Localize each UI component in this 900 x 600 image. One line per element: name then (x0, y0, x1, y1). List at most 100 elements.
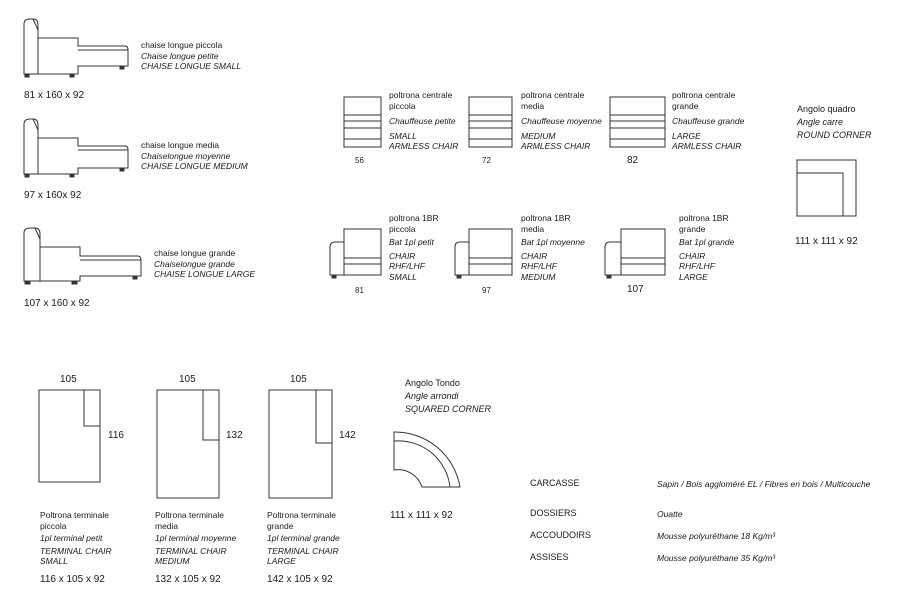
name-fr: Chauffeuse petite (389, 116, 456, 126)
chaise-longue-medium-drawing (23, 118, 129, 178)
name-en: CHAIR (679, 250, 706, 261)
armless-chair-medium-drawing (468, 96, 513, 148)
chair-1arm-medium-label: poltrona 1BR media Bat 1pl moyenne CHAIR… (521, 213, 585, 282)
name-fr: 1pl terminal moyenne (155, 533, 237, 543)
name-en-size: LARGE (672, 130, 701, 141)
name-it: poltrona centrale (389, 90, 453, 100)
name-fr: Chauffeuse moyenne (521, 116, 602, 126)
armless-chair-small-width: 56 (355, 156, 364, 165)
chaise-longue-medium-dims: 97 x 160x 92 (24, 190, 82, 201)
spec-value-accoudoirs: Mousse polyuréthane 18 Kg/m³ (657, 531, 776, 541)
armless-chair-small-drawing (343, 96, 382, 148)
name-en: ARMLESS CHAIR (672, 141, 742, 151)
name-it: chaise longue grande (154, 248, 236, 258)
name-it: poltrona centrale (521, 90, 585, 100)
name-en: CHAISE LONGUE LARGE (154, 269, 256, 279)
name-it: Poltrona terminale (155, 510, 224, 520)
terminal-chair-large-dims: 142 x 105 x 92 (267, 574, 333, 585)
name-en: TERMINAL CHAIR (155, 545, 227, 556)
name-fr: Chaiselongue grande (154, 258, 235, 269)
name-en: TERMINAL CHAIR (40, 545, 112, 556)
name-en: ARMLESS CHAIR (521, 141, 591, 151)
chaise-longue-small-label: chaise longue piccola Chaise longue peti… (141, 40, 241, 72)
chair-1arm-medium-drawing (454, 228, 513, 279)
terminal-chair-large-depth: 142 (339, 430, 356, 441)
spec-key-accoudoirs: ACCOUDOIRS (530, 530, 592, 540)
chair-1arm-large-drawing (604, 228, 666, 279)
name-it-size: media (155, 520, 179, 531)
name-it: Angolo quadro (797, 104, 856, 114)
squared-corner-label: Angolo Tondo Angle arrondi SQUARED CORNE… (405, 377, 491, 416)
round-corner-drawing (796, 159, 857, 217)
name-en-size: LARGE (267, 556, 296, 566)
name-it-size: piccola (40, 520, 67, 531)
name-en: CHAIR (389, 250, 416, 261)
armless-chair-small-label: poltrona centrale piccola Chauffeuse pet… (389, 90, 458, 152)
name-fr: Bat 1pl grande (679, 237, 735, 247)
terminal-chair-medium-drawing (156, 389, 220, 499)
name-fr: Bat 1pl petit (389, 237, 434, 247)
name-en-size: SMALL (389, 271, 417, 282)
chair-1arm-medium-width: 97 (482, 286, 491, 295)
terminal-chair-medium-dims: 132 x 105 x 92 (155, 574, 221, 585)
name-en: TERMINAL CHAIR (267, 545, 339, 556)
armless-chair-large-label: poltrona centrale grande Chauffeuse gran… (672, 90, 744, 152)
spec-key-dossiers: DOSSIERS (530, 508, 577, 518)
chaise-longue-large-dims: 107 x 160 x 92 (24, 298, 90, 309)
name-en: CHAISE LONGUE SMALL (141, 61, 242, 71)
name-en-side: RHF/LHF (521, 261, 557, 271)
name-it: poltrona centrale (672, 90, 736, 100)
terminal-chair-large-width: 105 (290, 374, 307, 385)
name-fr: 1pl terminal grande (267, 533, 340, 543)
name-en-size: SMALL (40, 556, 68, 566)
name-it-size: piccola (389, 223, 416, 234)
terminal-chair-medium-label: Poltrona terminale media 1pl terminal mo… (155, 510, 236, 567)
terminal-chair-small-label: Poltrona terminale piccola 1pl terminal … (40, 510, 112, 567)
spec-key-carcasse: CARCASSE (530, 478, 580, 488)
name-en-size: LARGE (679, 271, 708, 282)
spec-value-carcasse: Sapin / Bois aggloméré EL / Fibres en bo… (657, 479, 871, 489)
name-it: Poltrona terminale (40, 510, 109, 520)
terminal-chair-large-label: Poltrona terminale grande 1pl terminal g… (267, 510, 340, 567)
name-it-size: grande (267, 520, 294, 531)
name-it-size: media (521, 100, 545, 111)
name-it: chaise longue piccola (141, 40, 223, 50)
name-it: chaise longue media (141, 140, 219, 150)
name-en-side: RHF/LHF (389, 261, 425, 271)
name-en: CHAISE LONGUE MEDIUM (141, 161, 248, 171)
round-corner-dims: 111 x 111 x 92 (795, 236, 858, 247)
chaise-longue-large-label: chaise longue grande Chaiselongue grande… (154, 248, 255, 280)
armless-chair-medium-label: poltrona centrale media Chauffeuse moyen… (521, 90, 602, 152)
spec-value-assises: Mousse polyuréthane 35 Kg/m³ (657, 553, 776, 563)
name-en-size: SMALL (389, 130, 417, 141)
spec-key-assises: ASSISES (530, 552, 569, 562)
name-it: Angolo Tondo (405, 378, 460, 388)
name-it-size: piccola (389, 100, 416, 111)
chair-1arm-small-label: poltrona 1BR piccola Bat 1pl petit CHAIR… (389, 213, 439, 282)
terminal-chair-medium-width: 105 (179, 374, 196, 385)
name-fr: Angle carre (797, 117, 844, 127)
chaise-longue-medium-label: chaise longue media Chaiselongue moyenne… (141, 140, 248, 172)
terminal-chair-small-drawing (38, 389, 101, 483)
armless-chair-large-width: 82 (627, 155, 639, 166)
chair-1arm-small-width: 81 (355, 286, 364, 295)
chair-1arm-large-width: 107 (627, 284, 644, 295)
name-it: Poltrona terminale (267, 510, 336, 520)
terminal-chair-medium-depth: 132 (226, 430, 243, 441)
terminal-chair-large-drawing (268, 389, 333, 499)
name-fr: Bat 1pl moyenne (521, 237, 585, 247)
squared-corner-dims: 111 x 111 x 92 (390, 510, 453, 521)
name-fr: Chaiselongue moyenne (141, 150, 231, 161)
armless-chair-medium-width: 72 (482, 156, 491, 165)
name-it-size: grande (672, 100, 699, 111)
squared-corner-drawing (393, 431, 461, 488)
name-fr: Angle arrondi (405, 391, 459, 401)
spec-value-dossiers: Ouatte (657, 509, 683, 519)
name-en-side: RHF/LHF (679, 261, 715, 271)
chaise-longue-small-dims: 81 x 160 x 92 (24, 90, 85, 101)
chaise-longue-small-drawing (23, 18, 129, 78)
terminal-chair-small-width: 105 (60, 374, 77, 385)
name-fr: Chaise longue petite (141, 50, 219, 61)
terminal-chair-small-depth: 116 (108, 430, 124, 441)
